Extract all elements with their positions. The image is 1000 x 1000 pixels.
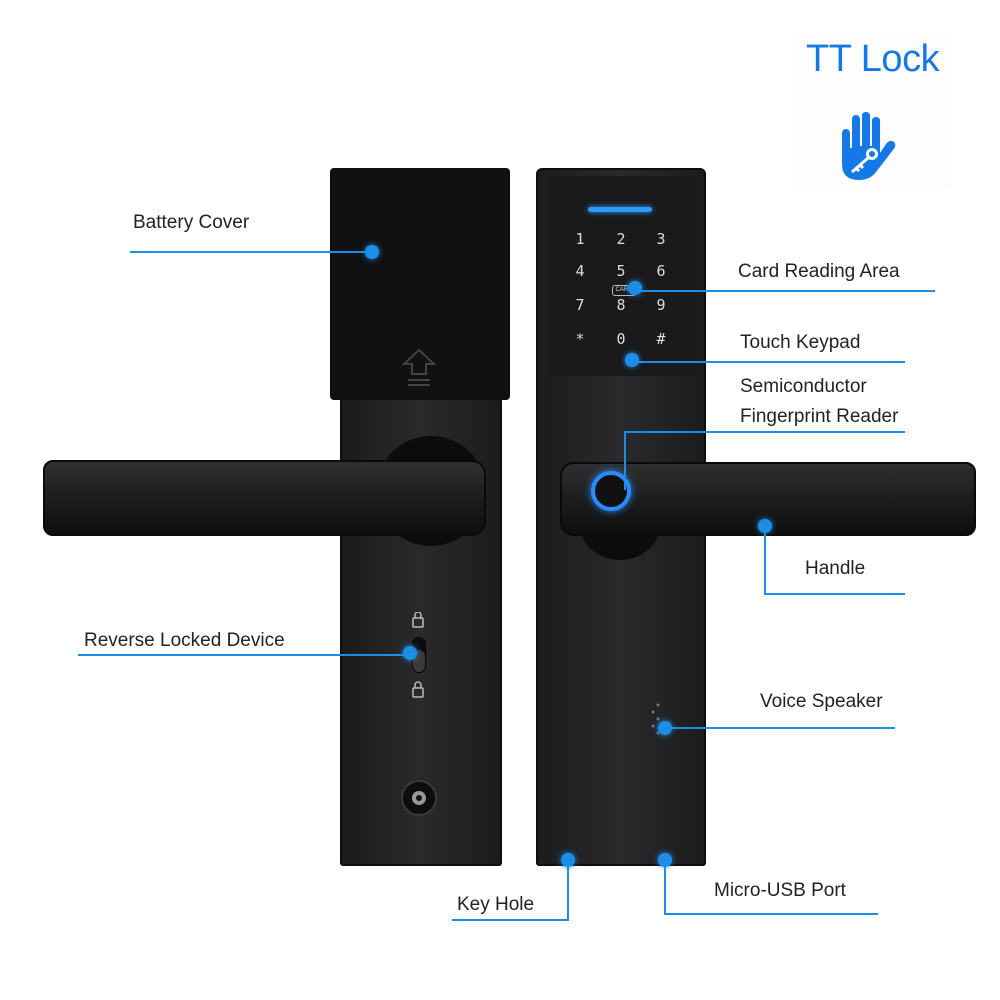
callout-line-fingerprint bbox=[624, 431, 905, 490]
label-touch-keypad: Touch Keypad bbox=[740, 332, 861, 353]
callout-dot-card-reading-area bbox=[628, 281, 642, 295]
keypad-key[interactable]: 0 bbox=[616, 330, 626, 348]
label-battery-cover: Battery Cover bbox=[133, 212, 250, 233]
callout-dot-handle bbox=[758, 519, 772, 533]
brand-badge: TT Lock bbox=[798, 34, 948, 189]
brand-title: TT Lock bbox=[806, 38, 940, 80]
label-fingerprint-line1: Semiconductor bbox=[740, 376, 867, 397]
keypad-key[interactable]: 4 bbox=[575, 262, 585, 280]
speaker-icon bbox=[651, 703, 660, 735]
arrow-up-icon bbox=[402, 348, 436, 386]
hand-key-icon bbox=[842, 112, 896, 180]
label-handle: Handle bbox=[805, 558, 866, 579]
keypad-key[interactable]: 3 bbox=[656, 230, 666, 248]
callout-dot-micro-usb-port bbox=[658, 853, 672, 867]
keypad-key[interactable]: 1 bbox=[575, 230, 585, 248]
reverse-lock-switch[interactable] bbox=[408, 612, 430, 702]
callout-line-key-hole bbox=[452, 860, 569, 921]
status-light bbox=[588, 207, 652, 212]
keypad-key[interactable]: 9 bbox=[656, 296, 666, 314]
keypad-key[interactable]: 6 bbox=[656, 262, 666, 280]
keypad-key[interactable]: * bbox=[575, 330, 585, 348]
keypad-key[interactable]: 8 bbox=[616, 296, 626, 314]
keypad-key[interactable]: 2 bbox=[616, 230, 626, 248]
label-key-hole: Key Hole bbox=[457, 894, 535, 915]
label-voice-speaker: Voice Speaker bbox=[760, 691, 883, 712]
callout-dot-touch-keypad bbox=[625, 353, 639, 367]
callout-dot-voice-speaker bbox=[658, 721, 672, 735]
keypad-key[interactable]: 7 bbox=[575, 296, 585, 314]
inner-handle[interactable] bbox=[43, 460, 486, 536]
callout-line-handle bbox=[764, 526, 905, 595]
callout-dot-key-hole bbox=[561, 853, 575, 867]
keypad-key[interactable]: 5 bbox=[616, 262, 626, 280]
key-hole[interactable] bbox=[400, 779, 438, 817]
callout-dot-reverse-locked-device bbox=[403, 646, 417, 660]
label-fingerprint-line2: Fingerprint Reader bbox=[740, 406, 899, 427]
callout-line-micro-usb-port bbox=[664, 860, 878, 915]
label-micro-usb-port: Micro-USB Port bbox=[714, 880, 846, 901]
keypad-key[interactable]: # bbox=[656, 330, 666, 348]
label-card-reading-area: Card Reading Area bbox=[738, 261, 900, 282]
label-reverse-locked-device: Reverse Locked Device bbox=[84, 630, 285, 651]
callout-dot-battery-cover bbox=[365, 245, 379, 259]
